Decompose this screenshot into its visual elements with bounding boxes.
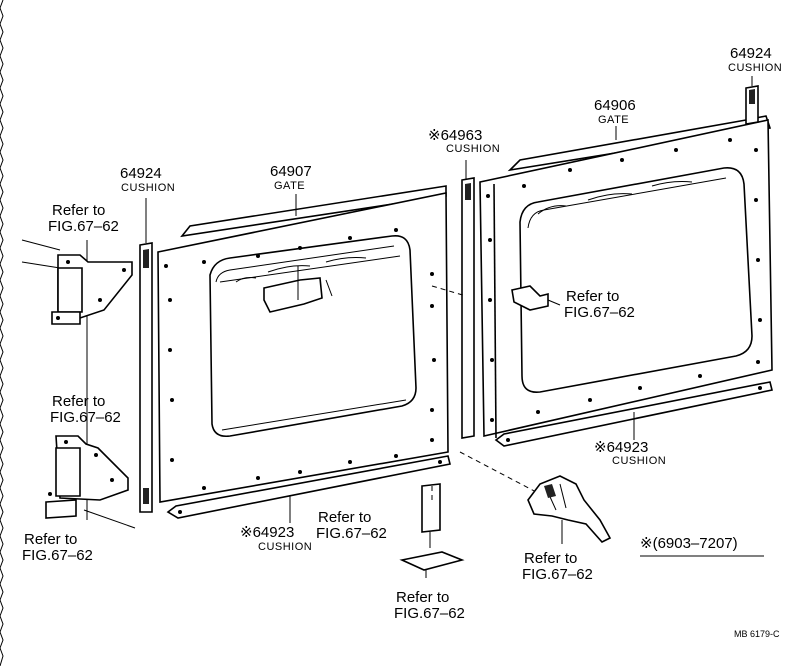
gate-right-partno: 64906 <box>594 97 636 114</box>
gate-left-icon <box>157 185 449 503</box>
gate-right-icon <box>479 115 773 439</box>
cushion-bottom-right-icon <box>494 381 773 447</box>
ref-striker-top-line2: FIG.67–62 <box>316 525 387 542</box>
page-edge <box>0 0 4 666</box>
assembly-line-1 <box>431 285 467 297</box>
gate-right-name: GATE <box>598 114 630 126</box>
cushion-bottom-left-name: CUSHION <box>258 541 313 553</box>
cushion-center-icon <box>461 160 475 439</box>
ref-bracket-line1: Refer to <box>566 288 620 305</box>
ref-striker-top-line1: Refer to <box>318 509 372 526</box>
figure-code: MB 6179-C <box>734 629 780 639</box>
ref-latch-small-line2: FIG.67–62 <box>22 547 93 564</box>
ref-striker-base-line2: FIG.67–62 <box>394 605 465 622</box>
ref-latch-small-line1: Refer to <box>24 531 78 548</box>
gate-left-partno: 64907 <box>270 163 312 180</box>
striker-base-icon <box>399 551 465 578</box>
latch-handle-icon <box>527 475 612 544</box>
cushion-top-right-icon <box>745 85 759 125</box>
cushion-left-partno: 64924 <box>120 165 162 182</box>
striker-icon <box>421 483 441 548</box>
cushion-left-name: CUSHION <box>121 182 176 194</box>
cushion-top-right-partno: 64924 <box>730 45 772 62</box>
cushion-bottom-left-icon <box>166 455 451 523</box>
hinge-upper-icon <box>51 254 133 325</box>
cushion-center-partno: ※64963 <box>428 127 483 144</box>
ref-hinge-lower-line1: Refer to <box>52 393 106 410</box>
ref-striker-base-line1: Refer to <box>396 589 450 606</box>
gate-left-name: GATE <box>274 180 306 192</box>
ref-bracket-line2: FIG.67–62 <box>564 304 635 321</box>
ref-handle-line2: FIG.67–62 <box>522 566 593 583</box>
ref-hinge-lower-line2: FIG.67–62 <box>50 409 121 426</box>
ref-hinge-upper-line1: Refer to <box>52 202 106 219</box>
cushion-bottom-left-partno: ※64923 <box>240 524 295 541</box>
cushion-left-icon <box>139 198 153 513</box>
cushion-bottom-right-name: CUSHION <box>612 455 667 467</box>
cushion-bottom-right-partno: ※64923 <box>594 439 649 456</box>
hinge-lower-icon <box>45 435 129 519</box>
cushion-center-name: CUSHION <box>446 143 501 155</box>
applicability-note: ※(6903–7207) <box>640 535 738 552</box>
ref-handle-line1: Refer to <box>524 550 578 567</box>
leader-bracket <box>547 299 561 306</box>
ref-hinge-upper-line2: FIG.67–62 <box>48 218 119 235</box>
cushion-top-right-name: CUSHION <box>728 62 783 74</box>
assembly-line-2 <box>459 451 541 495</box>
